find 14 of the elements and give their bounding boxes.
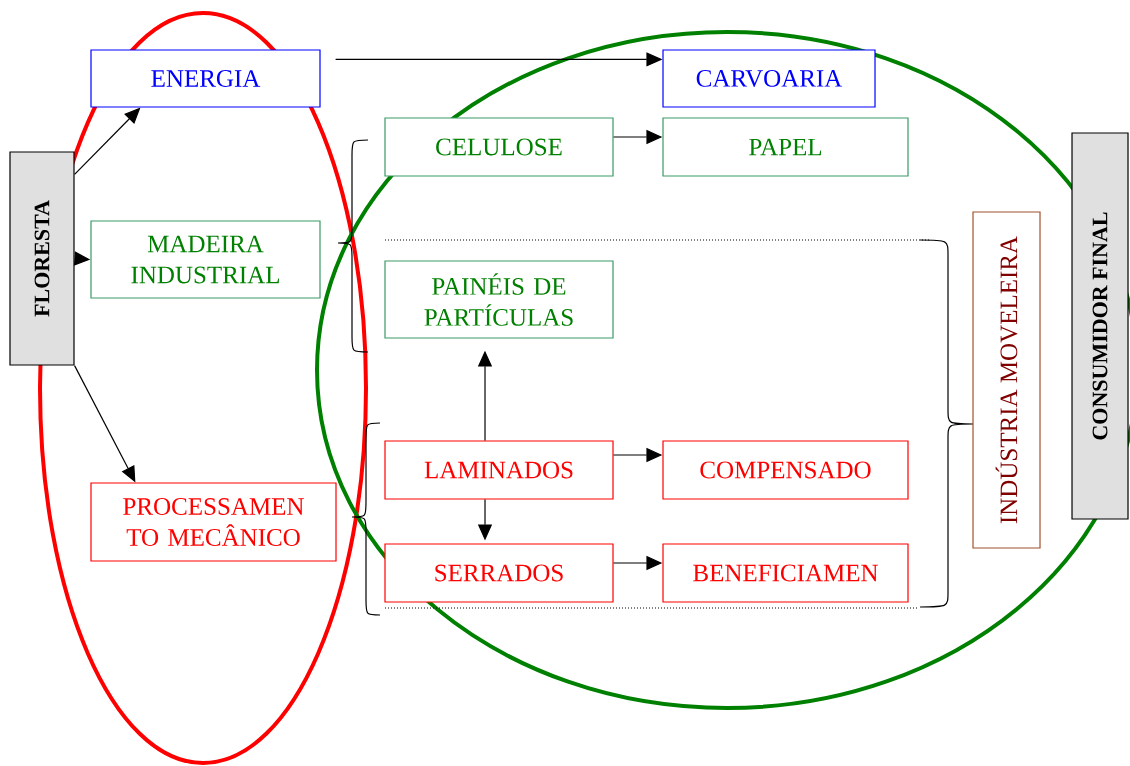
label-box: LAMINADOS	[384, 440, 614, 500]
label-box: PROCESSAMEN TO MECÂNICO	[90, 482, 337, 562]
patterned-box: CONSUMIDOR FINAL	[1071, 132, 1129, 520]
label-box: MADEIRA INDUSTRIAL	[90, 220, 321, 299]
label-box: PAPEL	[662, 117, 909, 177]
label-box: SERRADOS	[384, 543, 614, 603]
label-box: COMPENSADO	[662, 440, 909, 500]
label-box: PAINÉIS DE PARTÍCULAS	[384, 260, 614, 339]
label-box: ENERGIA	[90, 49, 321, 108]
label-box: BENEFICIAMEN	[662, 543, 909, 603]
label-box: CELULOSE	[384, 117, 614, 177]
label-box: CARVOARIA	[662, 49, 876, 108]
patterned-box: FLORESTA	[9, 151, 75, 366]
label-box: INDÚSTRIA MOVELEIRA	[972, 211, 1041, 549]
